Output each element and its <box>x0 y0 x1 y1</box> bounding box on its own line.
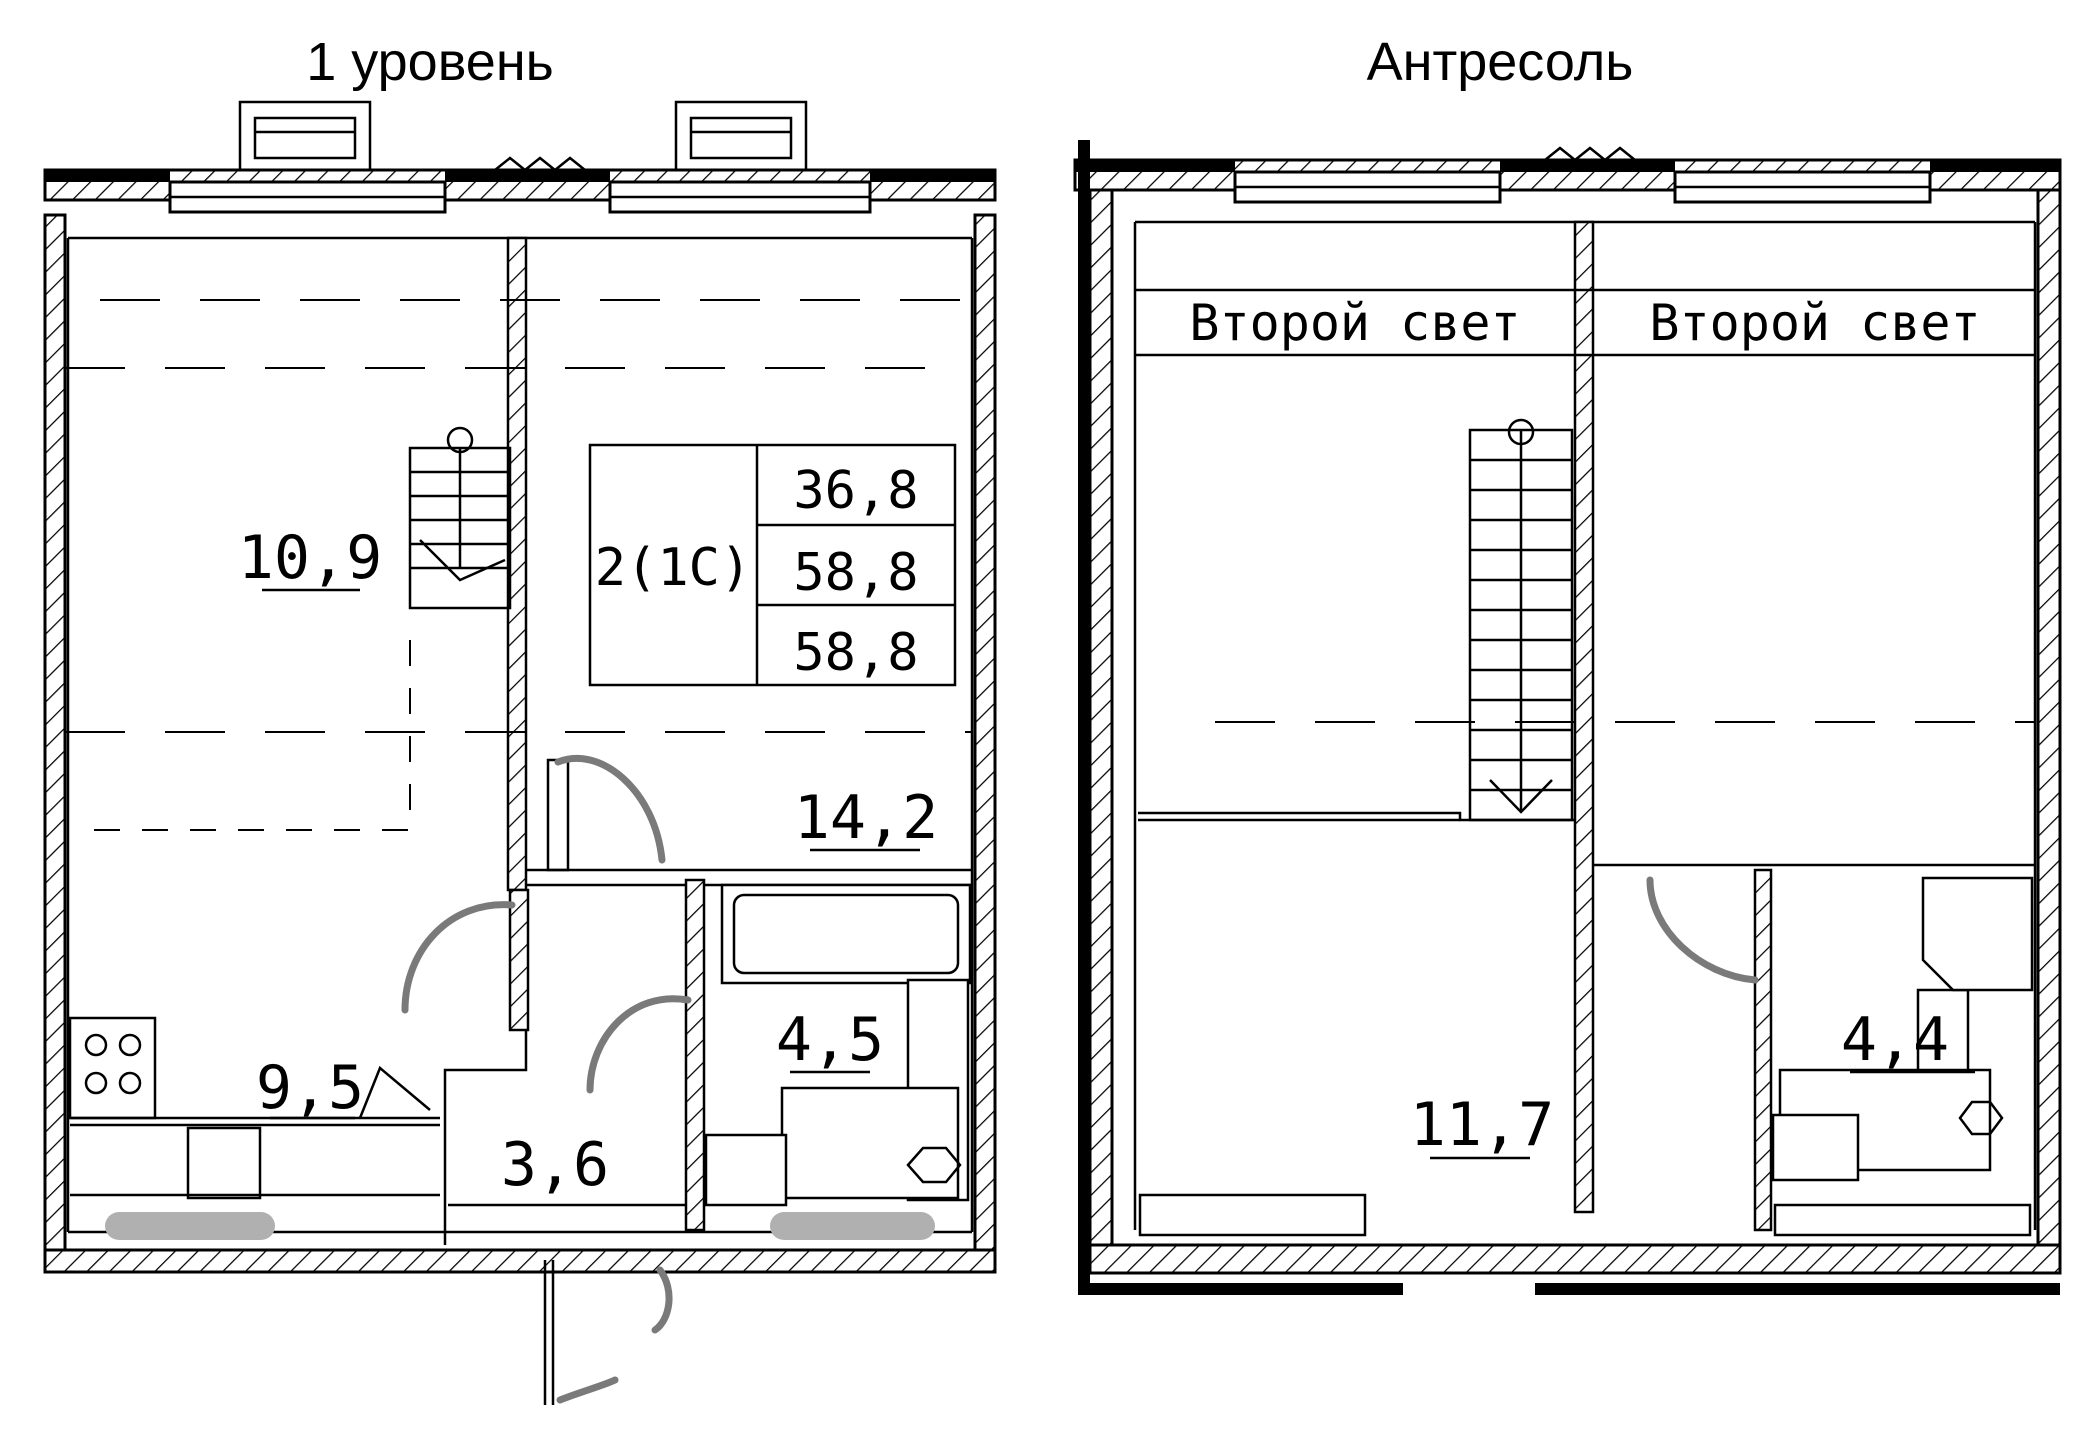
left-plan-title: 1 уровень <box>306 32 554 92</box>
right-plan-title: Антресоль <box>1367 32 1634 92</box>
stair-mezzanine <box>1468 418 1574 822</box>
mezz-bath-door <box>1646 876 1759 984</box>
left-exterior-wall <box>43 213 67 1267</box>
mezz-radiator-left <box>1138 1193 1367 1237</box>
room-area-room: 14,2 <box>794 783 939 853</box>
right-floor-plan: Антресоль Второй свет В <box>1073 32 2062 1295</box>
top-window-bays <box>238 100 808 174</box>
radiator-kitchen <box>105 1212 275 1240</box>
mezz-top-wall <box>1073 146 2062 204</box>
apartment-value-2: 58,8 <box>793 543 918 603</box>
apartment-value-1: 36,8 <box>793 461 918 521</box>
mezz-radiator-right <box>1773 1203 2032 1237</box>
entry-vestibule <box>543 1260 555 1405</box>
stair-level1 <box>408 426 512 610</box>
room-area-bath: 4,5 <box>776 1005 884 1075</box>
mezz-left-wall <box>1088 188 1114 1262</box>
apartment-value-3: 58,8 <box>793 623 918 683</box>
second-light-left: Второй свет <box>1189 294 1520 352</box>
left-floor-plan: 1 уровень <box>43 32 997 1405</box>
apartment-table: 2(1С) 36,8 58,8 58,8 <box>588 443 957 687</box>
room-area-hall: 3,6 <box>501 1130 609 1200</box>
bottom-exterior-wall <box>43 1248 997 1274</box>
door-swings-level1 <box>401 754 692 1404</box>
mezz-right-wall <box>2036 188 2062 1262</box>
top-exterior-wall <box>43 156 997 214</box>
right-exterior-wall <box>973 213 997 1267</box>
apartment-type: 2(1С) <box>595 538 752 598</box>
mezz-heavy-left-wall <box>1078 140 1090 1295</box>
room-area-living: 10,9 <box>238 523 383 593</box>
bath-fixtures <box>704 883 972 1207</box>
room-area-kitchen: 9,5 <box>256 1053 364 1123</box>
mezz-central-partition <box>1573 220 1595 1214</box>
radiator-bath <box>770 1212 935 1240</box>
kitchen-fixtures <box>68 1016 440 1200</box>
second-light-right: Второй свет <box>1649 294 1980 352</box>
mezz-room-area: 11,7 <box>1410 1090 1555 1160</box>
wet-block-walls <box>443 758 972 1245</box>
mezz-bath-area: 4,4 <box>1841 1005 1949 1075</box>
mezz-bottom-wall <box>1088 1243 2062 1275</box>
